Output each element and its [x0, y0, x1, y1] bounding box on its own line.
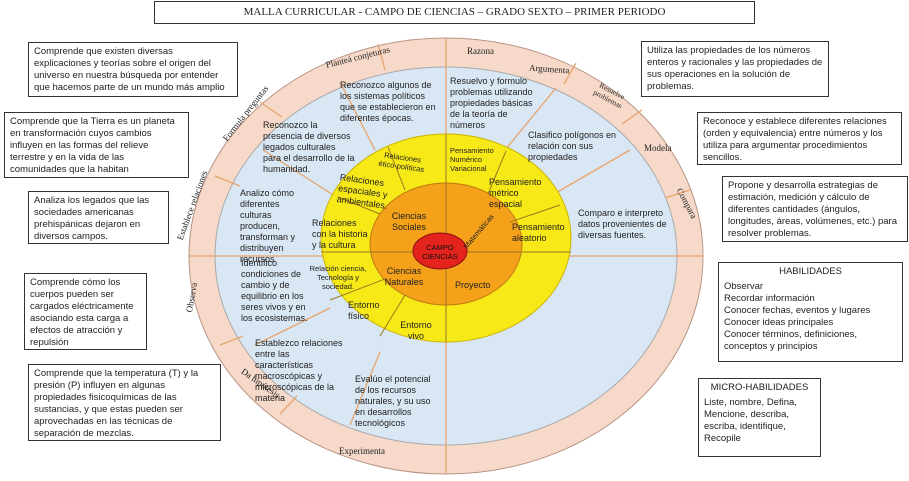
- micro-habilidades-item: Recopile: [704, 433, 741, 444]
- micro-habilidades-item: escriba, identifique,: [704, 421, 786, 432]
- box-tierra: Comprende que la Tierra es un planeta en…: [4, 112, 189, 178]
- page-title: MALLA CURRICULAR - CAMPO DE CIENCIAS – G…: [154, 1, 755, 24]
- core-ciencias-naturales: Ciencias Naturales: [384, 266, 424, 287]
- text-condiciones-cambio: Identifico condiciones de cambio y de eq…: [241, 258, 308, 323]
- box-cuerpos: Comprende cómo los cuerpos pueden ser ca…: [24, 273, 147, 350]
- micro-habilidades-item: Mencione, describa,: [704, 409, 790, 420]
- center-circle: [412, 232, 468, 270]
- ring-experimenta: Experimenta: [339, 446, 385, 456]
- ring-razona: Razona: [467, 46, 494, 56]
- center-label: CAMPO CIENCIAS: [422, 243, 458, 261]
- text-relaciones-macro: Establezco relaciones entre las caracter…: [255, 338, 343, 403]
- text-legados-culturales: Reconozco la presencia de diversos legad…: [263, 120, 355, 174]
- label-pens-numerico: Pensamiento Numérico Variacional: [450, 146, 494, 173]
- label-pens-aleatorio: Pensamiento aleatorio: [512, 222, 565, 243]
- core-proyecto: Proyecto: [455, 280, 491, 290]
- box-estrategias: Propone y desarrolla estrategias de esti…: [722, 176, 908, 242]
- label-entorno-fisico: Entorno físico: [348, 300, 380, 321]
- label-pens-metrico: Pensamiento métrico espacial: [489, 177, 542, 209]
- box-relaciones-orden: Reconoce y establece diferentes relacion…: [697, 112, 902, 165]
- spokes: [189, 38, 703, 474]
- habilidades-item: Observar: [724, 281, 764, 292]
- text-comparo-datos: Comparo e interpreto datos provenientes …: [578, 208, 667, 240]
- habilidades-title: HABILIDADES: [779, 266, 842, 277]
- text-poligonos: Clasifico polígonos en relación con sus …: [528, 130, 617, 162]
- core-ciencias-sociales: Ciencias Sociales: [391, 211, 427, 232]
- micro-habilidades-title: MICRO-HABILIDADES: [710, 382, 809, 393]
- habilidades-item: Conocer ideas principales: [724, 317, 834, 328]
- text-sistemas-politicos: Reconozco algunos de los sistemas políti…: [340, 80, 436, 123]
- text-recursos-naturales: Evalúo el potencial de los recursos natu…: [355, 374, 431, 428]
- habilidades-item: Recordar información: [724, 293, 815, 304]
- label-relaciones-historia: Relaciones con la historia y la cultura: [312, 218, 368, 250]
- box-micro-habilidades: MICRO-HABILIDADES Liste, nombre, Defina,…: [698, 378, 821, 457]
- habilidades-item: Conocer fechas, eventos y lugares: [724, 305, 871, 316]
- box-legados: Analiza los legados que las sociedades a…: [28, 191, 169, 244]
- box-universo: Comprende que existen diversas explicaci…: [28, 42, 238, 97]
- box-temperatura: Comprende que la temperatura (T) y la pr…: [28, 364, 221, 441]
- text-resuelvo-problemas: Resuelvo y formulo problemas utilizando …: [450, 76, 533, 130]
- box-propiedades-numeros: Utiliza las propiedades de los números e…: [641, 41, 829, 97]
- label-relacion-ciencia: Relación ciencia, Tecnología y sociedad.: [309, 264, 367, 291]
- ring-modela: Modela: [644, 143, 672, 153]
- habilidades-item: Conocer términos, definiciones,: [724, 329, 858, 340]
- box-habilidades: HABILIDADES Observar Recordar informació…: [718, 262, 903, 362]
- text-culturas-recursos: Analizo cómo diferentes culturas produce…: [240, 188, 296, 264]
- label-entorno-vivo: Entorno vivo: [400, 320, 432, 341]
- habilidades-item: conceptos y principios: [724, 341, 818, 352]
- micro-habilidades-item: Liste, nombre, Defina,: [704, 397, 797, 408]
